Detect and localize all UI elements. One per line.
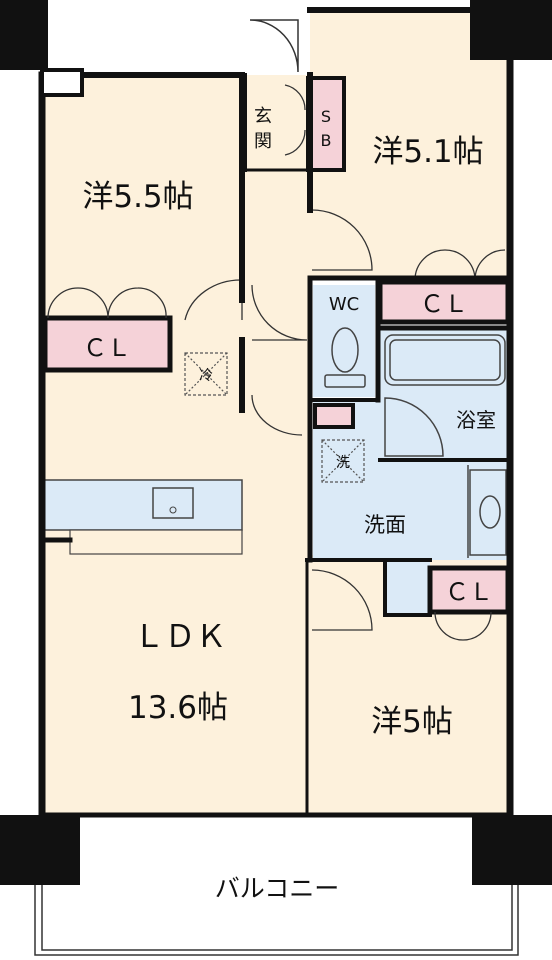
entrance-label-2: 関: [254, 131, 272, 152]
bathroom-label: 浴室: [456, 408, 496, 432]
shoe-box-label-1: S: [321, 107, 331, 126]
western-room-2-label: 洋5.1帖: [372, 134, 483, 170]
fixtures: [324, 327, 507, 558]
appliance-spots: [184, 352, 365, 483]
toilet-bowl: [331, 327, 359, 373]
entrance-label-1: 玄: [254, 106, 272, 127]
bath-door-swing: [384, 397, 444, 457]
toilet-tank: [324, 374, 366, 388]
hall-floor: [242, 75, 310, 555]
shoe-box-label-2: B: [321, 131, 332, 150]
wash-floor-ext: [385, 555, 430, 615]
washer-label: 洗: [336, 455, 350, 471]
western-room-1-label: 洋5.5帖: [82, 179, 193, 215]
closet-3-label: ＣＬ: [445, 578, 493, 606]
closet-1-label: ＣＬ: [83, 334, 131, 362]
wc-label: WC: [329, 294, 359, 315]
kitchen-counter: [41, 479, 243, 555]
walls: [38, 6, 514, 819]
closet-2-label: ＣＬ: [420, 290, 468, 318]
balcony: [34, 885, 519, 956]
washer-spot: [321, 439, 365, 483]
door-swings: [47, 19, 506, 641]
washroom-label: 洗面: [364, 513, 406, 537]
ldk-label: ＬＤＫ: [134, 619, 227, 655]
ldk-size-label: 13.6帖: [128, 690, 228, 726]
fridge-spot: [184, 352, 228, 396]
balcony-label: バルコニー: [215, 874, 340, 903]
fridge-label: 冷: [199, 368, 213, 384]
hall-closet: [313, 403, 355, 429]
western-room-1-floor: [42, 75, 242, 320]
bathtub: [384, 334, 506, 386]
western-room-3-label: 洋5帖: [371, 704, 453, 740]
columns: [0, 0, 552, 885]
